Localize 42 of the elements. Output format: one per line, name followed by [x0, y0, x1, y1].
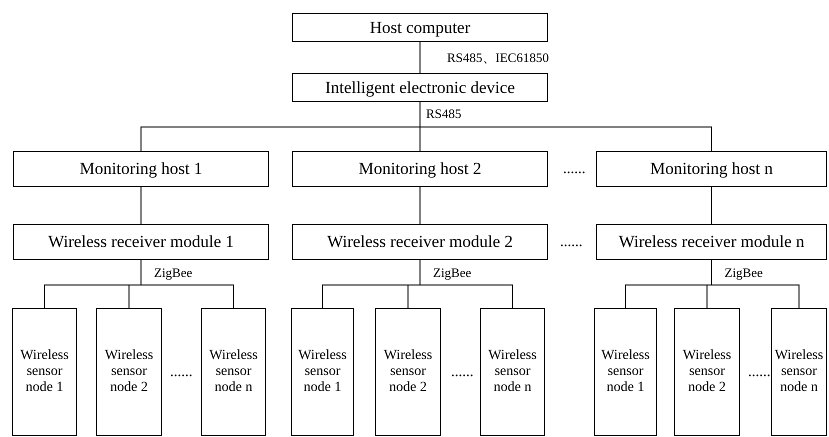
sensor-node-box	[480, 308, 545, 436]
node-label: Monitoring host 2	[358, 159, 482, 179]
sensor-node-box	[375, 308, 441, 436]
sensor-node-box	[96, 308, 162, 436]
process-box	[596, 151, 827, 187]
node-label: Wireless sensor node n	[774, 348, 824, 396]
connector-line	[711, 260, 800, 308]
node-label: Wireless sensor node 2	[382, 348, 434, 396]
node-label: Host computer	[370, 18, 470, 38]
edge-label: RS485	[426, 107, 462, 120]
sensor-node-box	[201, 308, 266, 436]
node-label: Wireless sensor node n	[487, 348, 538, 396]
process-box	[292, 13, 548, 42]
node-label: Wireless receiver module n	[618, 232, 804, 252]
process-box	[13, 151, 269, 187]
node-label: Wireless receiver module 2	[327, 232, 513, 252]
connector-line	[711, 186, 712, 224]
node-label: Intelligent electronic device	[325, 78, 515, 98]
sensor-node-box	[771, 308, 827, 436]
node-label: Monitoring host n	[650, 159, 773, 179]
node-label: Wireless sensor node 1	[297, 348, 348, 396]
sensor-node-box	[291, 308, 354, 436]
node-label: Wireless receiver module 1	[48, 232, 234, 252]
process-box	[596, 224, 827, 260]
sensor-node-box	[12, 308, 77, 436]
node-label: Wireless sensor node 1	[600, 348, 651, 396]
edge-label: RS485、IEC61850	[447, 51, 549, 64]
node-label: Wireless sensor node 2	[104, 348, 154, 396]
node-label: Wireless sensor node n	[208, 348, 259, 396]
process-box	[292, 151, 548, 187]
node-label: Wireless sensor node 1	[19, 348, 70, 396]
edge-label: ZigBee	[724, 266, 763, 279]
connector-line	[140, 186, 142, 224]
node-label: Monitoring host 1	[80, 159, 202, 179]
sensor-node-box	[594, 308, 657, 436]
node-label: Wireless sensor node 2	[682, 348, 732, 396]
edge-label: ZigBee	[154, 266, 192, 279]
process-box	[13, 224, 269, 260]
sensor-node-box	[674, 308, 740, 436]
edge-label: ZigBee	[433, 266, 472, 279]
process-box	[292, 224, 548, 260]
process-box	[292, 73, 548, 102]
